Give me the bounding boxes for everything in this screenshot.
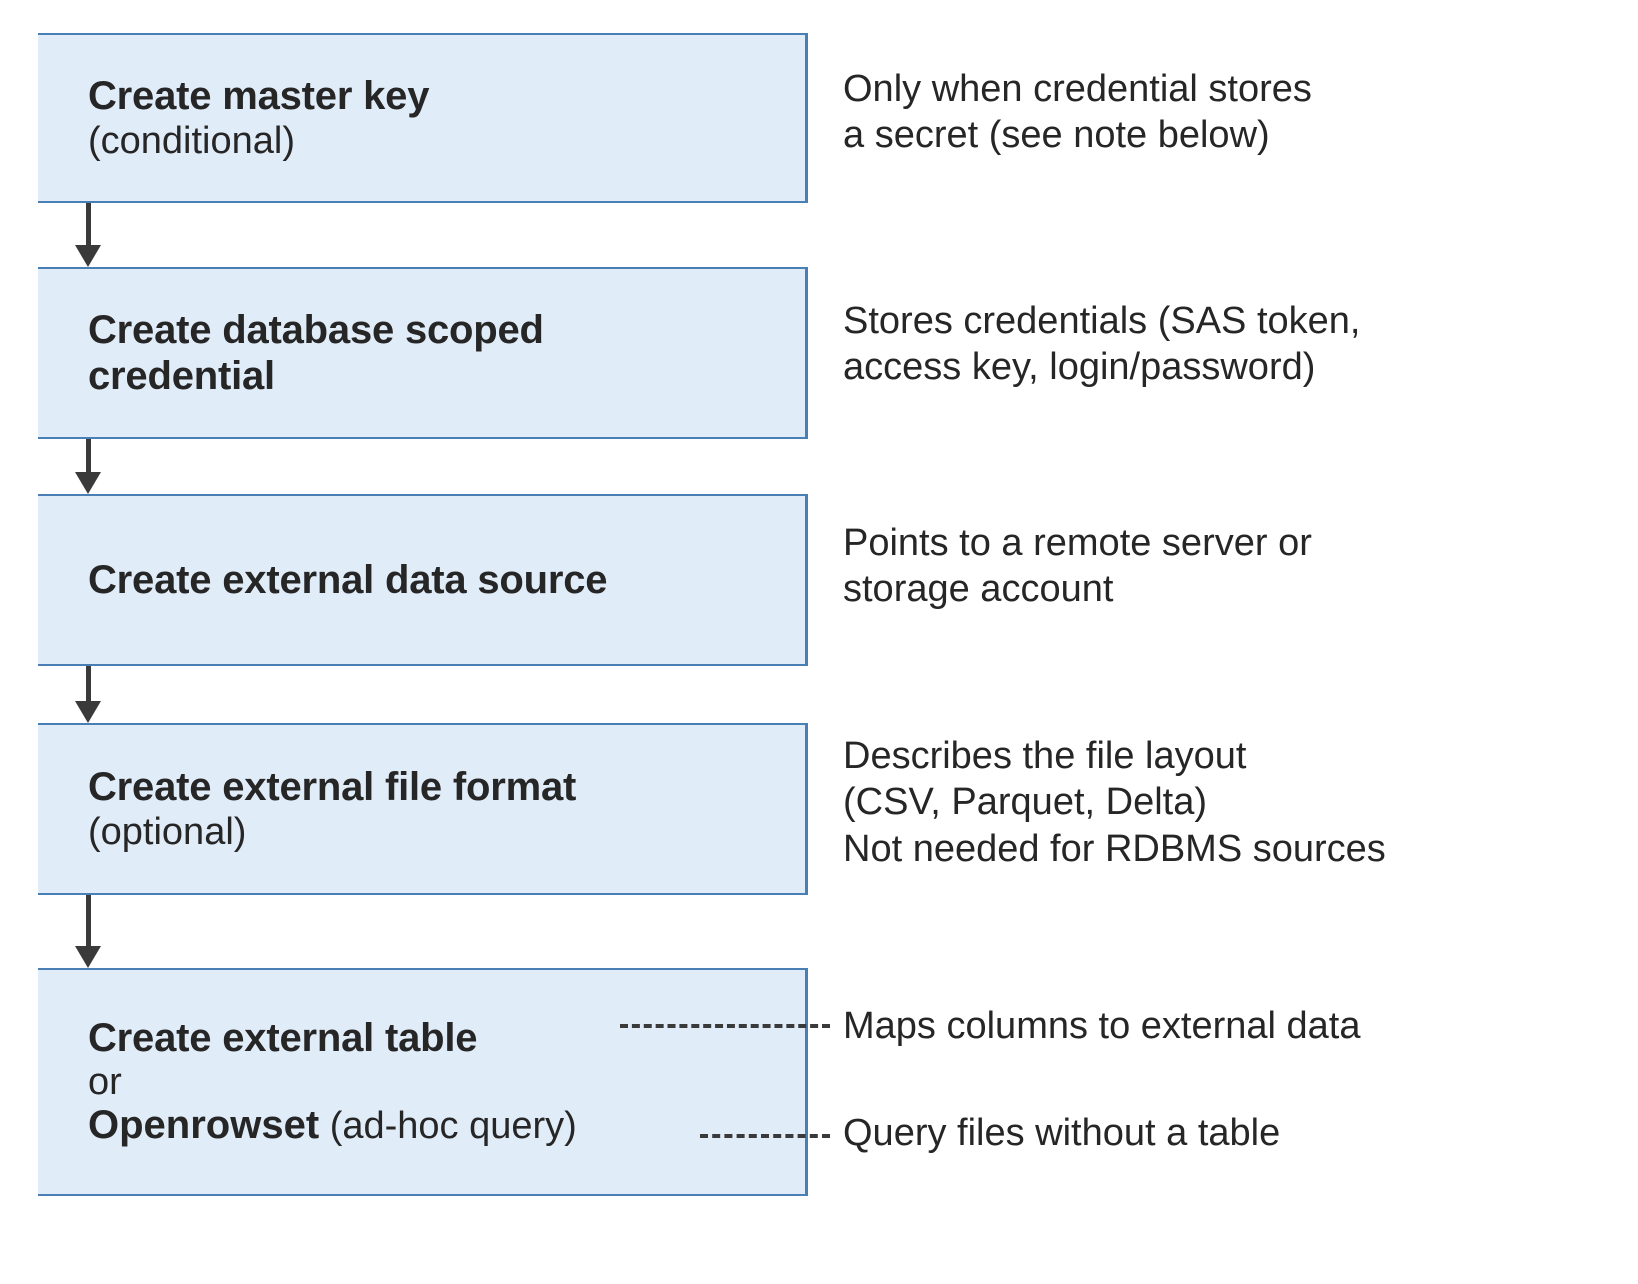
step-openrowset-line: Openrowset (ad-hoc query) xyxy=(88,1103,805,1148)
arrow-head xyxy=(75,472,101,494)
note-create-master-key: Only when credential stores a secret (se… xyxy=(843,66,1312,159)
note-create-database-scoped-credential: Stores credentials (SAS token, access ke… xyxy=(843,298,1360,391)
step-text-block: Create database scoped credential xyxy=(38,307,805,400)
arrow-down-icon-3 xyxy=(75,666,101,723)
step-openrowset-qualifier: (ad-hoc query) xyxy=(319,1105,577,1148)
step-text-block: Create external table or Openrowset (ad-… xyxy=(38,1016,805,1148)
note-create-external-data-source: Points to a remote server or storage acc… xyxy=(843,520,1312,613)
step-subtitle-optional: (optional) xyxy=(88,811,247,854)
note-line: Query files without a table xyxy=(843,1112,1281,1154)
step-box-create-database-scoped-credential[interactable]: Create database scoped credential xyxy=(38,267,808,439)
step-title-line-2: credential xyxy=(88,354,275,398)
note-line: storage account xyxy=(843,568,1114,611)
step-title-create-external-data-source: Create external data source xyxy=(88,557,608,602)
note-line: Describes the file layout xyxy=(843,735,1247,777)
note-line: a secret (see note below) xyxy=(843,114,1270,157)
note-create-external-table: Maps columns to external data xyxy=(843,1003,1361,1049)
note-line: Stores credentials (SAS token, xyxy=(843,300,1361,342)
step-box-create-external-file-format[interactable]: Create external file format (optional) xyxy=(38,723,808,895)
arrow-shaft xyxy=(86,203,91,245)
arrow-head xyxy=(75,946,101,968)
arrow-head xyxy=(75,245,101,267)
step-title-create-external-file-format: Create external file format xyxy=(88,764,577,809)
step-text-block: Create external file format (optional) xyxy=(38,764,805,854)
step-title-create-master-key: Create master key xyxy=(88,73,430,118)
step-text-block: Create master key (conditional) xyxy=(38,73,805,163)
step-box-create-master-key[interactable]: Create master key (conditional) xyxy=(38,33,808,203)
step-text-block: Create external data source xyxy=(38,557,805,603)
arrow-head xyxy=(75,701,101,723)
note-line: Only when credential stores xyxy=(843,68,1312,110)
note-create-external-file-format: Describes the file layout (CSV, Parquet,… xyxy=(843,733,1386,872)
note-line: Not needed for RDBMS sources xyxy=(843,827,1386,870)
note-line: Points to a remote server or xyxy=(843,522,1312,564)
dashed-connector-external-table xyxy=(620,1024,830,1028)
step-box-create-external-data-source[interactable]: Create external data source xyxy=(38,494,808,666)
arrow-shaft xyxy=(86,895,91,946)
dashed-connector-openrowset xyxy=(700,1134,830,1138)
step-or-label: or xyxy=(88,1060,122,1103)
arrow-down-icon-1 xyxy=(75,203,101,267)
arrow-shaft xyxy=(86,439,91,472)
arrow-down-icon-4 xyxy=(75,895,101,968)
step-title-line-1: Create database scoped xyxy=(88,307,544,352)
step-title-create-external-table: Create external table xyxy=(88,1015,478,1060)
step-subtitle-conditional: (conditional) xyxy=(88,120,295,163)
note-line: access key, login/password) xyxy=(843,346,1316,389)
arrow-down-icon-2 xyxy=(75,439,101,494)
note-openrowset: Query files without a table xyxy=(843,1110,1280,1156)
arrow-shaft xyxy=(86,666,91,701)
note-line: (CSV, Parquet, Delta) xyxy=(843,781,1207,824)
step-box-create-external-table-or-openrowset[interactable]: Create external table or Openrowset (ad-… xyxy=(38,968,808,1196)
step-openrowset-keyword: Openrowset xyxy=(88,1103,320,1148)
note-line: Maps columns to external data xyxy=(843,1005,1361,1047)
